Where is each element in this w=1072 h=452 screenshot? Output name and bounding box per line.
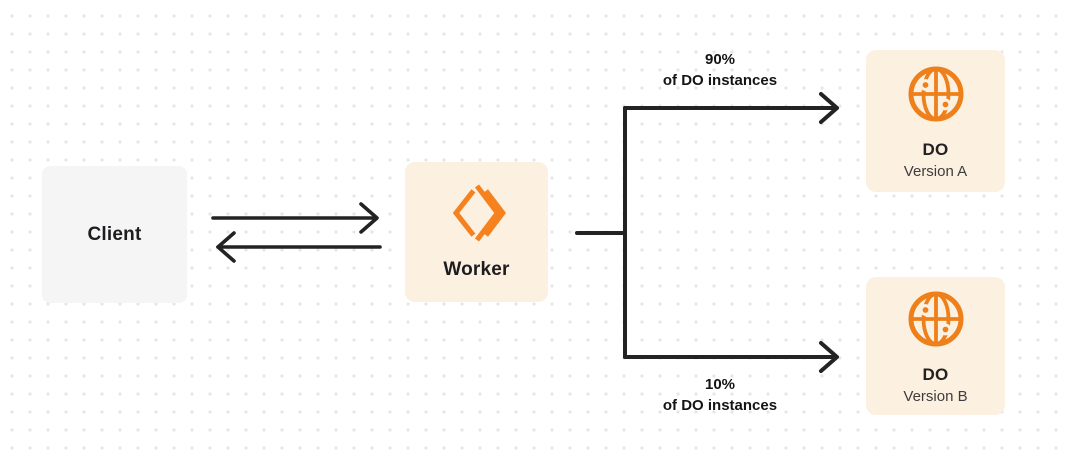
arrow-worker-to-client-head <box>216 231 236 263</box>
client-node: Client <box>42 166 187 303</box>
arrow-to-do-b-head <box>819 341 839 373</box>
edge-label-10-line2: of DO instances <box>662 397 778 414</box>
workers-logo-icon <box>445 183 509 248</box>
do-version-b-title: DO <box>922 365 949 384</box>
edge-label-90-line1: 90% <box>704 51 736 68</box>
globe-icon <box>903 287 969 356</box>
worker-node: Worker <box>405 162 548 302</box>
arrow-client-to-worker-head <box>359 202 379 234</box>
arrow-to-do-a-head <box>819 92 839 124</box>
edge-label-90-line2: of DO instances <box>662 72 778 89</box>
worker-node-label: Worker <box>443 259 510 280</box>
edge-label-10-percent: 10% of DO instances <box>610 374 830 416</box>
edge-label-90-percent: 90% of DO instances <box>610 49 830 91</box>
do-version-b-subtitle: Version B <box>903 388 968 405</box>
do-version-a-title: DO <box>922 140 949 159</box>
do-version-a-node: DO Version A <box>866 50 1005 192</box>
globe-icon <box>903 62 969 131</box>
do-version-b-node: DO Version B <box>866 277 1005 415</box>
edge-label-10-line1: 10% <box>704 376 736 393</box>
client-node-label: Client <box>87 223 142 245</box>
do-version-a-subtitle: Version A <box>903 163 968 180</box>
